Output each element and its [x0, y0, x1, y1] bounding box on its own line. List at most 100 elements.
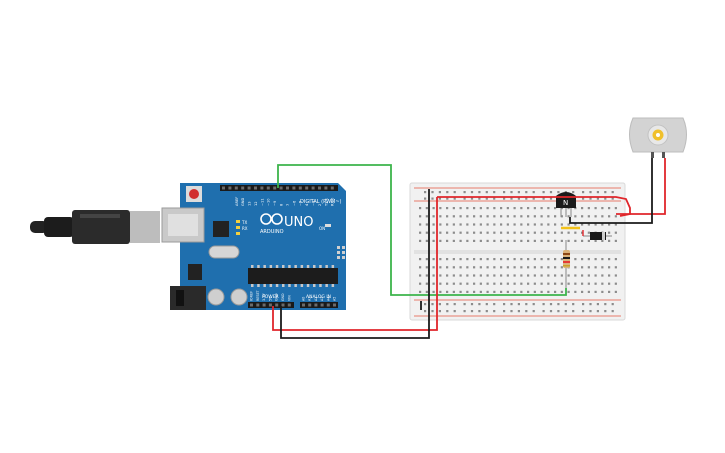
breadboard-hole[interactable]	[513, 231, 516, 234]
header-hole[interactable]	[292, 186, 296, 190]
breadboard-hole[interactable]	[520, 239, 523, 242]
breadboard-hole[interactable]	[463, 191, 466, 194]
header-hole[interactable]	[234, 186, 238, 190]
breadboard-hole[interactable]	[432, 223, 435, 226]
breadboard-hole[interactable]	[506, 266, 509, 269]
breadboard-hole[interactable]	[567, 290, 570, 293]
breadboard-hole[interactable]	[466, 207, 469, 210]
breadboard-hole[interactable]	[446, 303, 449, 306]
breadboard-hole[interactable]	[560, 258, 563, 261]
breadboard-hole[interactable]	[540, 258, 543, 261]
breadboard-hole[interactable]	[560, 239, 563, 242]
breadboard-hole[interactable]	[419, 258, 422, 261]
breadboard-hole[interactable]	[532, 191, 535, 194]
breadboard-hole[interactable]	[520, 231, 523, 234]
breadboard-hole[interactable]	[611, 197, 614, 200]
breadboard-hole[interactable]	[547, 231, 550, 234]
breadboard-hole[interactable]	[493, 258, 496, 261]
breadboard-hole[interactable]	[425, 215, 428, 218]
breadboard-hole[interactable]	[567, 239, 570, 242]
breadboard-hole[interactable]	[547, 215, 550, 218]
breadboard-hole[interactable]	[446, 215, 449, 218]
breadboard-hole[interactable]	[614, 207, 617, 210]
breadboard-hole[interactable]	[601, 290, 604, 293]
breadboard-hole[interactable]	[574, 258, 577, 261]
breadboard-hole[interactable]	[525, 310, 528, 313]
breadboard-hole[interactable]	[601, 207, 604, 210]
breadboard-hole[interactable]	[419, 282, 422, 285]
header-hole[interactable]	[266, 186, 270, 190]
breadboard-hole[interactable]	[466, 266, 469, 269]
breadboard-hole[interactable]	[513, 223, 516, 226]
breadboard-hole[interactable]	[581, 258, 584, 261]
breadboard-hole[interactable]	[608, 207, 611, 210]
breadboard-hole[interactable]	[500, 215, 503, 218]
breadboard-hole[interactable]	[439, 282, 442, 285]
breadboard-hole[interactable]	[527, 215, 530, 218]
breadboard-hole[interactable]	[594, 274, 597, 277]
breadboard-hole[interactable]	[581, 239, 584, 242]
header-hole[interactable]	[318, 186, 321, 190]
breadboard-hole[interactable]	[506, 258, 509, 261]
breadboard-hole[interactable]	[425, 223, 428, 226]
header-hole[interactable]	[286, 186, 289, 190]
breadboard-hole[interactable]	[506, 282, 509, 285]
breadboard-hole[interactable]	[500, 207, 503, 210]
breadboard-hole[interactable]	[486, 231, 489, 234]
breadboard-hole[interactable]	[587, 274, 590, 277]
breadboard-hole[interactable]	[479, 266, 482, 269]
header-hole[interactable]	[260, 186, 264, 190]
breadboard-hole[interactable]	[604, 310, 607, 313]
header-hole[interactable]	[256, 303, 260, 307]
breadboard-hole[interactable]	[459, 274, 462, 277]
breadboard-hole[interactable]	[525, 303, 528, 306]
breadboard-hole[interactable]	[587, 290, 590, 293]
breadboard-hole[interactable]	[466, 258, 469, 261]
breadboard-hole[interactable]	[554, 258, 557, 261]
breadboard-hole[interactable]	[614, 290, 617, 293]
breadboard-hole[interactable]	[500, 282, 503, 285]
breadboard-hole[interactable]	[581, 274, 584, 277]
breadboard-hole[interactable]	[493, 191, 496, 194]
breadboard-hole[interactable]	[439, 223, 442, 226]
header-hole[interactable]	[287, 303, 291, 307]
header-hole[interactable]	[298, 186, 302, 190]
breadboard-hole[interactable]	[520, 215, 523, 218]
breadboard-hole[interactable]	[486, 274, 489, 277]
breadboard-hole[interactable]	[486, 290, 489, 293]
npn-transistor-icon[interactable]: N	[556, 192, 576, 217]
breadboard-hole[interactable]	[486, 266, 489, 269]
breadboard-hole[interactable]	[446, 258, 449, 261]
breadboard-hole[interactable]	[503, 191, 506, 194]
breadboard-hole[interactable]	[581, 282, 584, 285]
breadboard-hole[interactable]	[438, 310, 441, 313]
breadboard-hole[interactable]	[432, 258, 435, 261]
breadboard-hole[interactable]	[608, 290, 611, 293]
breadboard-hole[interactable]	[506, 239, 509, 242]
diode-icon[interactable]	[583, 232, 612, 240]
breadboard-hole[interactable]	[439, 266, 442, 269]
breadboard-hole[interactable]	[466, 290, 469, 293]
breadboard-hole[interactable]	[574, 231, 577, 234]
breadboard-hole[interactable]	[527, 290, 530, 293]
breadboard-hole[interactable]	[564, 303, 567, 306]
breadboard-hole[interactable]	[425, 231, 428, 234]
breadboard-hole[interactable]	[425, 290, 428, 293]
breadboard-hole[interactable]	[478, 191, 481, 194]
breadboard-hole[interactable]	[500, 231, 503, 234]
breadboard-hole[interactable]	[506, 231, 509, 234]
breadboard-hole[interactable]	[452, 258, 455, 261]
breadboard-hole[interactable]	[601, 274, 604, 277]
breadboard-hole[interactable]	[431, 310, 434, 313]
breadboard-hole[interactable]	[459, 290, 462, 293]
breadboard-hole[interactable]	[485, 191, 488, 194]
breadboard-hole[interactable]	[446, 239, 449, 242]
breadboard-hole[interactable]	[540, 223, 543, 226]
breadboard-hole[interactable]	[510, 310, 513, 313]
breadboard-hole[interactable]	[424, 303, 427, 306]
breadboard-hole[interactable]	[493, 310, 496, 313]
breadboard-hole[interactable]	[459, 207, 462, 210]
breadboard-hole[interactable]	[614, 274, 617, 277]
breadboard-hole[interactable]	[547, 290, 550, 293]
